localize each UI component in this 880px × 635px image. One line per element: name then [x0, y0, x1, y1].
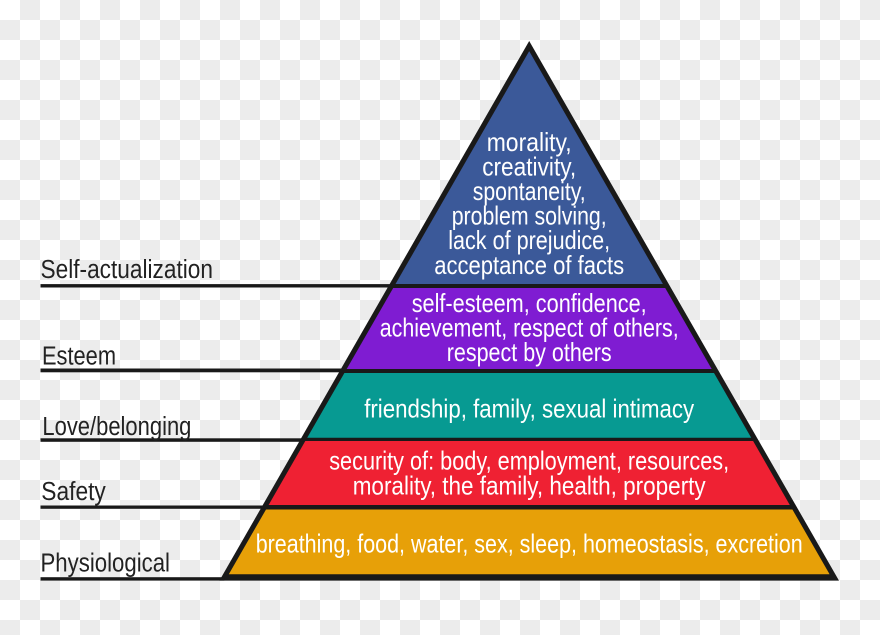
svg-text:respect by others: respect by others	[447, 337, 612, 367]
svg-text:Esteem: Esteem	[42, 342, 116, 370]
svg-text:spontaneity,: spontaneity,	[473, 176, 586, 206]
svg-text:breathing, food, water, sex, s: breathing, food, water, sex, sleep, home…	[256, 529, 803, 559]
svg-text:creativity,: creativity,	[482, 151, 576, 181]
svg-text:acceptance of facts: acceptance of facts	[434, 250, 624, 280]
svg-text:Self-actualization: Self-actualization	[41, 256, 214, 284]
svg-text:morality,: morality,	[487, 127, 572, 157]
svg-text:friendship, family, sexual int: friendship, family, sexual intimacy	[364, 393, 694, 423]
svg-text:problem solving,: problem solving,	[452, 201, 607, 231]
svg-text:self-esteem, confidence,: self-esteem, confidence,	[412, 288, 647, 318]
svg-text:lack of prejudice,: lack of prejudice,	[448, 225, 610, 255]
svg-text:Physiological: Physiological	[41, 549, 171, 577]
svg-text:morality, the family, health,: morality, the family, health, property	[353, 471, 706, 501]
svg-text:Safety: Safety	[41, 478, 106, 506]
svg-text:achievement, respect of others: achievement, respect of others,	[380, 313, 679, 343]
svg-text:security of: body, employment,: security of: body, employment, resources…	[329, 446, 729, 476]
svg-text:Love/belonging: Love/belonging	[42, 413, 191, 441]
